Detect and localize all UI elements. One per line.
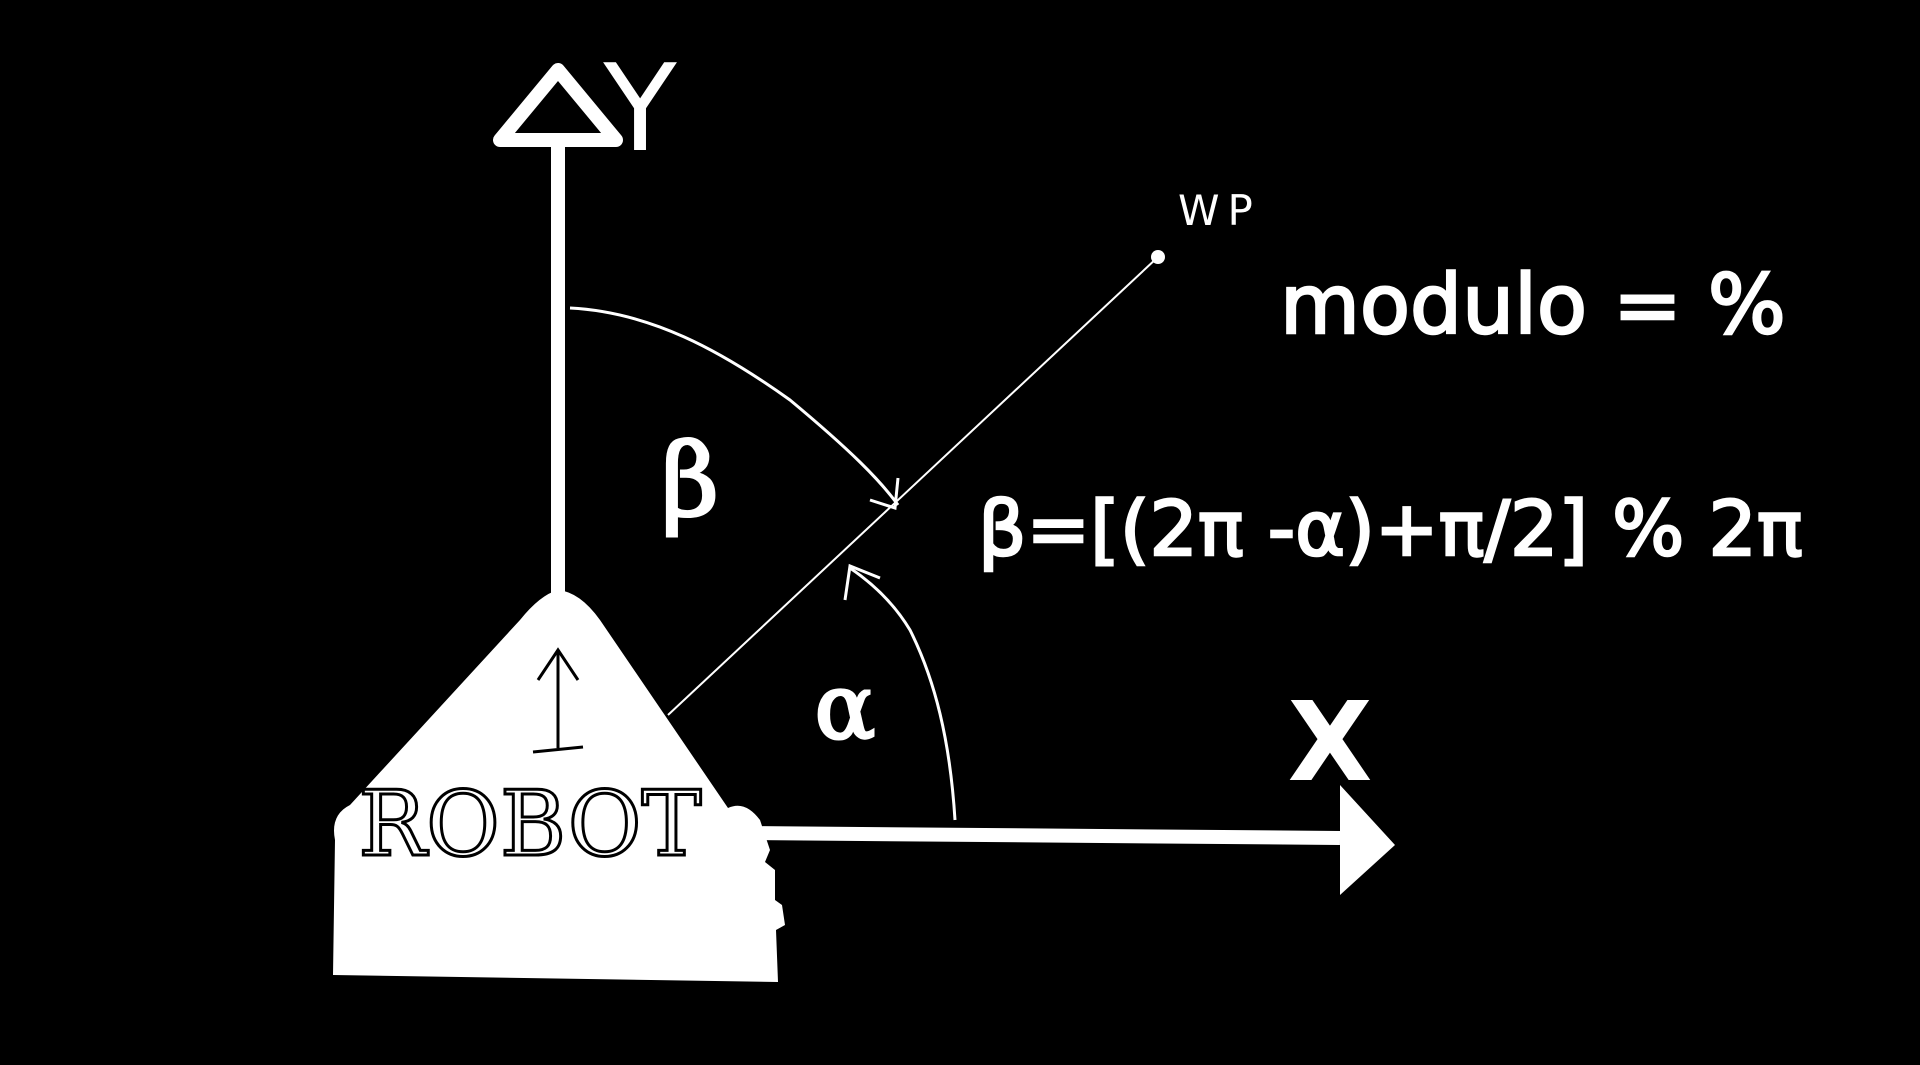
x-axis-label: X: [1288, 678, 1373, 806]
x-axis: X: [739, 678, 1395, 895]
beta-symbol: β: [661, 422, 719, 539]
y-axis-arrowhead: [493, 63, 623, 147]
alpha-symbol: α: [815, 655, 876, 760]
robot: ROBOT: [333, 590, 785, 982]
robot-heading-arrow-icon: [532, 647, 584, 754]
y-axis: Y: [493, 40, 677, 600]
alpha-arc: [843, 563, 957, 821]
x-axis-line: [739, 826, 1341, 845]
waypoint-label: WP: [1178, 186, 1261, 235]
waypoint-dot: [1151, 250, 1165, 264]
formula-text: β=[(2π -α)+π/2] % 2π: [978, 484, 1803, 573]
y-axis-label: Y: [602, 40, 677, 179]
robot-to-waypoint-line: [667, 256, 1159, 716]
robot-body: [333, 590, 785, 982]
x-axis-arrowhead: [1340, 785, 1395, 895]
modulo-note: modulo = %: [1280, 258, 1786, 353]
beta-arc: [569, 306, 900, 510]
robot-label: ROBOT: [358, 772, 701, 877]
beta-formula: β=[(2π -α)+π/2] % 2π: [977, 483, 1804, 575]
